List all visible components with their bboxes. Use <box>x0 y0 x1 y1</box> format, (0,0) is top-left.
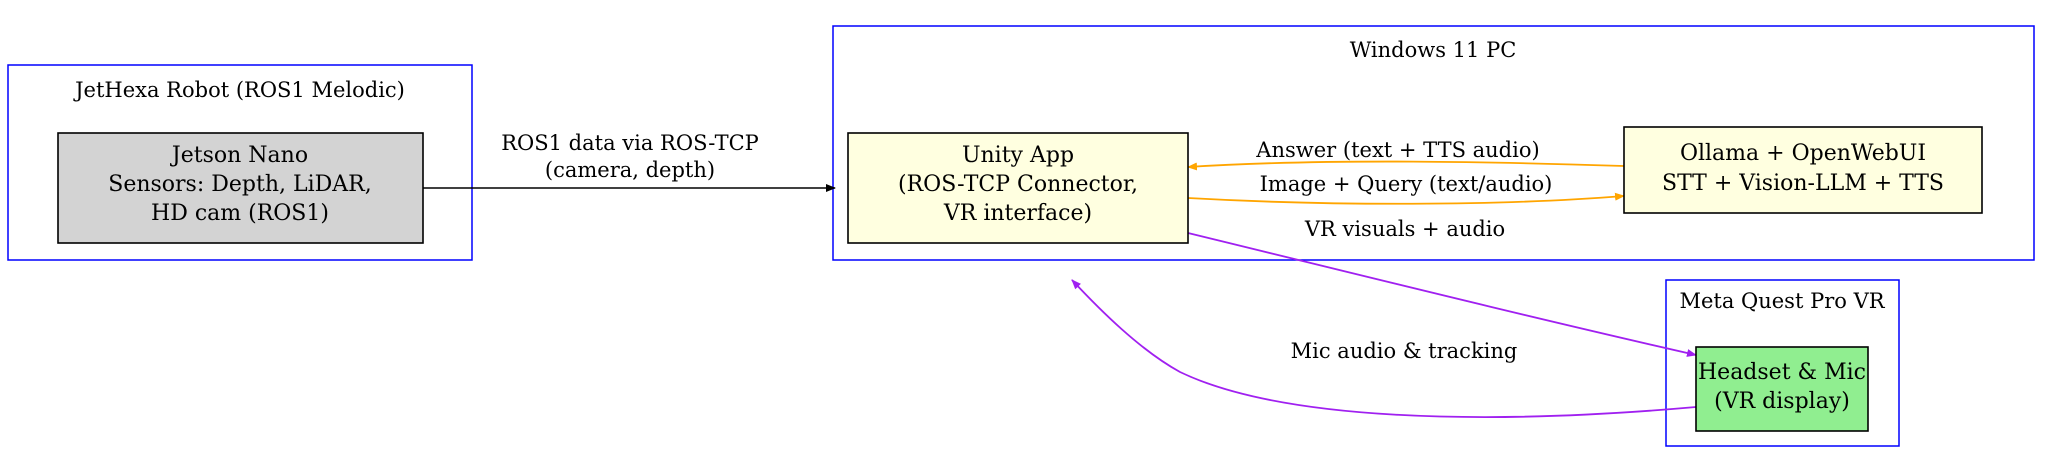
node-jetson-line1: Jetson Nano <box>170 143 308 168</box>
node-jetson-line2: Sensors: Depth, LiDAR, <box>108 172 371 197</box>
cluster-robot-label: JetHexa Robot (ROS1 Melodic) <box>73 78 405 102</box>
node-jetson-nano: Jetson Nano Sensors: Depth, LiDAR, HD ca… <box>57 132 424 244</box>
edge-ros-data: ROS1 data via ROS-TCP (camera, depth) <box>423 131 836 192</box>
edge-ros-label-line1: ROS1 data via ROS-TCP <box>501 131 759 155</box>
node-unity-line2: (ROS-TCP Connector, <box>898 172 1138 197</box>
node-ollama-line1: Ollama + OpenWebUI <box>1680 141 1926 166</box>
edge-visuals-label: VR visuals + audio <box>1304 217 1505 241</box>
edge-answer-label: Answer (text + TTS audio) <box>1255 138 1539 162</box>
cluster-robot: JetHexa Robot (ROS1 Melodic) <box>7 64 473 261</box>
edge-query: Image + Query (text/audio) <box>1187 172 1625 205</box>
edge-query-label: Image + Query (text/audio) <box>1260 172 1553 196</box>
edge-answer: Answer (text + TTS audio) <box>1187 138 1625 171</box>
node-unity-line1: Unity App <box>962 143 1074 168</box>
cluster-pc: Windows 11 PC <box>832 25 2035 261</box>
node-headset: Headset & Mic (VR display) <box>1695 346 1869 432</box>
cluster-vr: Meta Quest Pro VR <box>1665 279 1900 447</box>
edge-mic-tracking: Mic audio & tracking <box>1071 279 1697 418</box>
edge-ros-label-line2: (camera, depth) <box>545 158 715 182</box>
cluster-pc-label: Windows 11 PC <box>1350 38 1517 62</box>
node-ollama-line2: STT + Vision-LLM + TTS <box>1662 171 1944 196</box>
node-unity-line3: VR interface) <box>943 201 1092 226</box>
node-headset-line1: Headset & Mic <box>1698 360 1866 385</box>
cluster-vr-label: Meta Quest Pro VR <box>1679 289 1885 313</box>
node-unity-app: Unity App (ROS-TCP Connector, VR interfa… <box>847 132 1189 244</box>
edge-vr-visuals: VR visuals + audio <box>1187 217 1697 357</box>
node-ollama: Ollama + OpenWebUI STT + Vision-LLM + TT… <box>1623 126 1983 214</box>
edge-mic-label: Mic audio & tracking <box>1291 339 1518 363</box>
node-jetson-line3: HD cam (ROS1) <box>151 201 329 226</box>
node-headset-line2: (VR display) <box>1714 389 1850 414</box>
